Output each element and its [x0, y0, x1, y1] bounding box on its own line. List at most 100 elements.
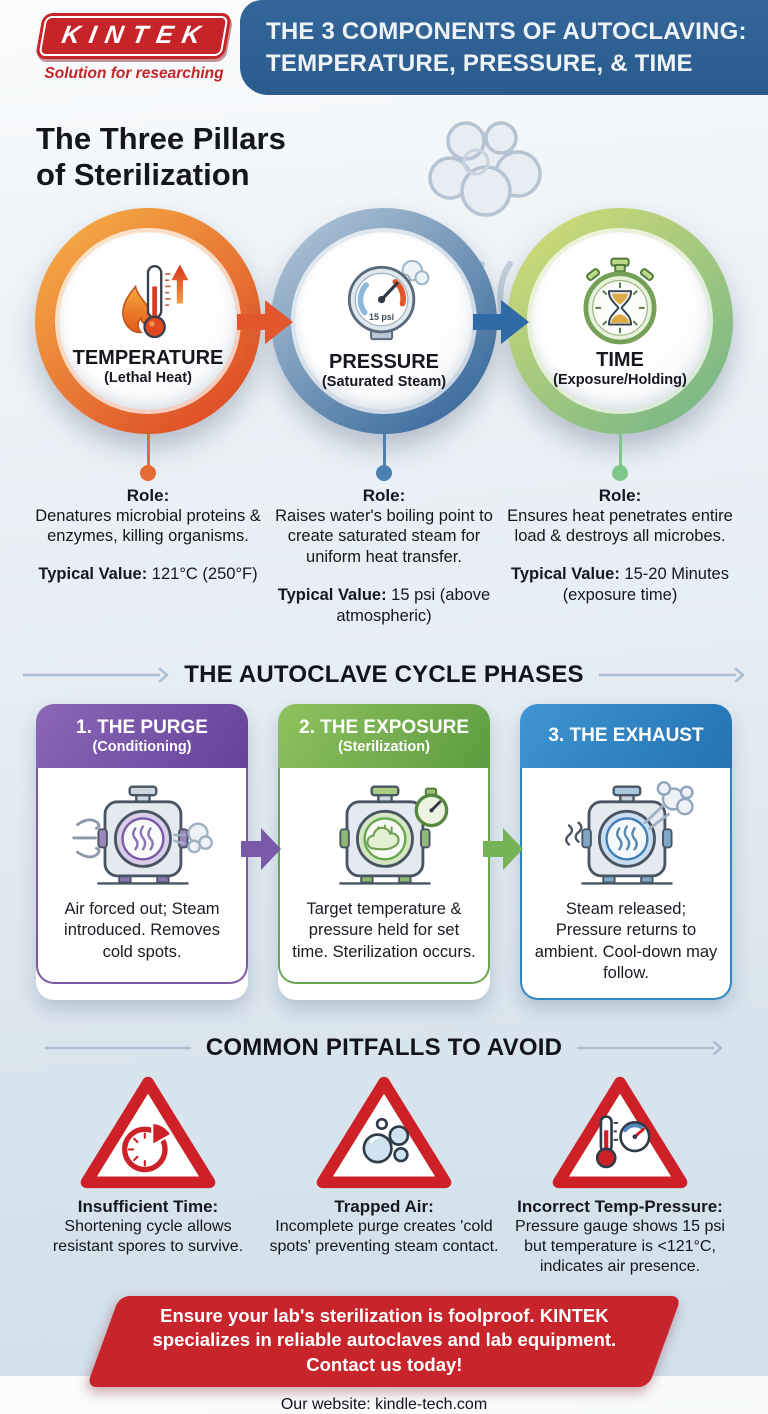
pillar-stems-row: [0, 433, 768, 481]
typical-value-label: Typical Value:: [277, 586, 387, 605]
pillar-name: TIME: [596, 349, 644, 372]
typical-value: Typical Value: 15 psi (above atmospheric…: [269, 585, 499, 627]
phase-description: Steam released; Pressure returns to ambi…: [534, 900, 718, 982]
clock-warning-icon: [80, 1076, 216, 1188]
page-title: The Three Pillars of Sterilization: [36, 121, 768, 194]
cta-banner: Ensure your lab's sterilization is foolp…: [86, 1295, 682, 1387]
kintek-logo-inner: KINTEK: [38, 16, 230, 56]
air-bubbles-warning-icon: [316, 1076, 452, 1188]
pressure-ring: 15 psi PRESSURE (Saturated Steam): [271, 207, 497, 434]
pitfall-title: Incorrect Temp-Pressure:: [517, 1196, 723, 1216]
phase-arrow-green-icon: [483, 828, 523, 871]
typical-value-text: 15 psi (above atmospheric): [336, 586, 491, 626]
pitfall-description: Pressure gauge shows 15 psi but temperat…: [515, 1217, 725, 1276]
role-text: Ensures heat penetrates entire load & de…: [507, 506, 733, 546]
pitfalls-section-title: COMMON PITFALLS TO AVOID: [205, 1033, 563, 1061]
pillar-subtitle: (Saturated Steam): [321, 373, 447, 390]
website-label: Our website: kindle-tech.com: [280, 1395, 488, 1413]
cta-text: Ensure your lab's sterilization is foolp…: [152, 1304, 617, 1375]
page-title-line1: The Three Pillars: [36, 121, 286, 156]
role-label: Role:: [126, 485, 170, 505]
role-text: Denatures microbial proteins & enzymes, …: [35, 506, 261, 546]
pillar-pressure: 15 psi PRESSURE (Saturated Steam): [269, 207, 499, 434]
pitfall-description: Shortening cycle allows resistant spores…: [52, 1217, 244, 1256]
kintek-logo: KINTEK Solution for researching: [28, 13, 240, 83]
phase-card-exposure: 2. THE EXPOSURE (Sterilization): [278, 704, 490, 1000]
stem-temperature: [33, 433, 263, 481]
phases-section-title: THE AUTOCLAVE CYCLE PHASES: [184, 661, 584, 689]
footer: Our website: kindle-tech.com: [0, 1396, 768, 1414]
pillar-temperature: TEMPERATURE (Lethal Heat): [33, 207, 263, 434]
role-label: Role:: [362, 485, 406, 505]
phase-card-header: 3. THE EXHAUST: [520, 704, 732, 769]
pillars-section: TEMPERATURE (Lethal Heat): [0, 120, 768, 628]
typical-value-text: 121°C (250°F): [151, 565, 258, 584]
arrow-line-right-icon: [577, 1040, 723, 1055]
pillar-subtitle: (Exposure/Holding): [553, 372, 687, 389]
phases-section-head: THE AUTOCLAVE CYCLE PHASES: [0, 661, 768, 689]
pitfall-description: Incomplete purge creates 'cold spots' pr…: [269, 1217, 499, 1256]
stem-pressure: [269, 433, 499, 481]
autoclave-exhaust-icon: [565, 781, 694, 885]
phase-card-header: 2. THE EXPOSURE (Sterilization): [278, 704, 490, 769]
phase-card-body: Air forced out; Steam introduced. Remove…: [36, 768, 248, 985]
pillar-circles-row: TEMPERATURE (Lethal Heat): [0, 207, 768, 434]
autoclave-purge-icon: [72, 785, 213, 885]
phase-description: Air forced out; Steam introduced. Remove…: [64, 900, 220, 961]
pitfall-incorrect-temp-pressure: Incorrect Temp-Pressure: Pressure gauge …: [505, 1072, 735, 1278]
pillar-detail-temperature: Role: Denatures microbial proteins & enz…: [33, 486, 263, 628]
temperature-circle: TEMPERATURE (Lethal Heat): [59, 231, 237, 410]
autoclave-exposure-icon: [339, 785, 449, 885]
typical-value: Typical Value: 15-20 Minutes (exposure t…: [505, 564, 735, 606]
pillar-name: TEMPERATURE: [72, 346, 224, 369]
typical-value-label: Typical Value:: [38, 565, 148, 584]
banner-title-line1: THE 3 COMPONENTS OF AUTOCLAVING:: [266, 18, 747, 46]
phase-title: 2. THE EXPOSURE: [299, 717, 469, 739]
typical-value: Typical Value: 121°C (250°F): [38, 564, 257, 585]
kintek-tagline: Solution for researching: [44, 65, 224, 82]
phase-subtitle: (Sterilization): [338, 739, 430, 756]
pressure-gauge-icon: 15 psi: [347, 259, 430, 340]
phase-card-header: 1. THE PURGE (Conditioning): [36, 704, 248, 769]
page-title-line2: of Sterilization: [36, 157, 250, 193]
banner-title-line2: TEMPERATURE, PRESSURE, & TIME: [266, 49, 693, 77]
time-circle: TIME (Exposure/Holding): [531, 231, 709, 410]
thermometer-gauge-warning-icon: [552, 1076, 688, 1188]
pitfalls-row: Insufficient Time: Shortening cycle allo…: [0, 1072, 768, 1278]
temperature-ring: TEMPERATURE (Lethal Heat): [35, 207, 261, 434]
phase-title: 1. THE PURGE: [76, 717, 208, 739]
pitfalls-section-head: COMMON PITFALLS TO AVOID: [0, 1034, 768, 1062]
stopwatch-icon: [583, 257, 657, 345]
title-banner: THE 3 COMPONENTS OF AUTOCLAVING: TEMPERA…: [240, 0, 768, 95]
pressure-circle: 15 psi PRESSURE (Saturated Steam): [295, 231, 473, 410]
role-text: Raises water's boiling point to create s…: [275, 506, 493, 567]
phase-card-exhaust: 3. THE EXHAUST: [520, 704, 732, 1000]
line-left-icon: [44, 1046, 191, 1049]
thermometer-flame-icon: [122, 264, 189, 338]
kintek-logo-text: KINTEK: [60, 21, 213, 49]
header: KINTEK Solution for researching THE 3 CO…: [0, 0, 768, 97]
arrow-line-right-icon: [598, 668, 744, 683]
phase-arrow-purple-icon: [241, 828, 281, 871]
pillar-details-row: Role: Denatures microbial proteins & enz…: [0, 486, 768, 628]
pillar-subtitle: (Lethal Heat): [104, 369, 192, 386]
pitfall-trapped-air: Trapped Air: Incomplete purge creates 'c…: [269, 1072, 499, 1278]
role-label: Role:: [598, 485, 642, 505]
typical-value-label: Typical Value:: [511, 565, 620, 584]
gauge-reading-label: 15 psi: [369, 311, 394, 321]
pitfall-insufficient-time: Insufficient Time: Shortening cycle allo…: [33, 1072, 263, 1278]
phase-card-body: Steam released; Pressure returns to ambi…: [520, 768, 732, 1000]
flow-arrow-blue-icon: [473, 299, 529, 344]
pillar-detail-pressure: Role: Raises water's boiling point to cr…: [269, 486, 499, 628]
pillar-detail-time: Role: Ensures heat penetrates entire loa…: [505, 486, 735, 628]
phase-title: 3. THE EXHAUST: [548, 725, 704, 747]
pillar-name: PRESSURE: [328, 350, 440, 373]
arrow-line-left-icon: [23, 668, 169, 683]
phase-subtitle: (Conditioning): [92, 739, 192, 756]
flow-arrow-orange-icon: [237, 299, 293, 344]
kintek-logo-box: KINTEK: [35, 13, 233, 59]
steam-cloud-decoration: [428, 120, 542, 319]
pillar-time: TIME (Exposure/Holding): [505, 207, 735, 434]
stem-time: [505, 433, 735, 481]
phase-description: Target temperature & pressure held for s…: [292, 900, 476, 961]
